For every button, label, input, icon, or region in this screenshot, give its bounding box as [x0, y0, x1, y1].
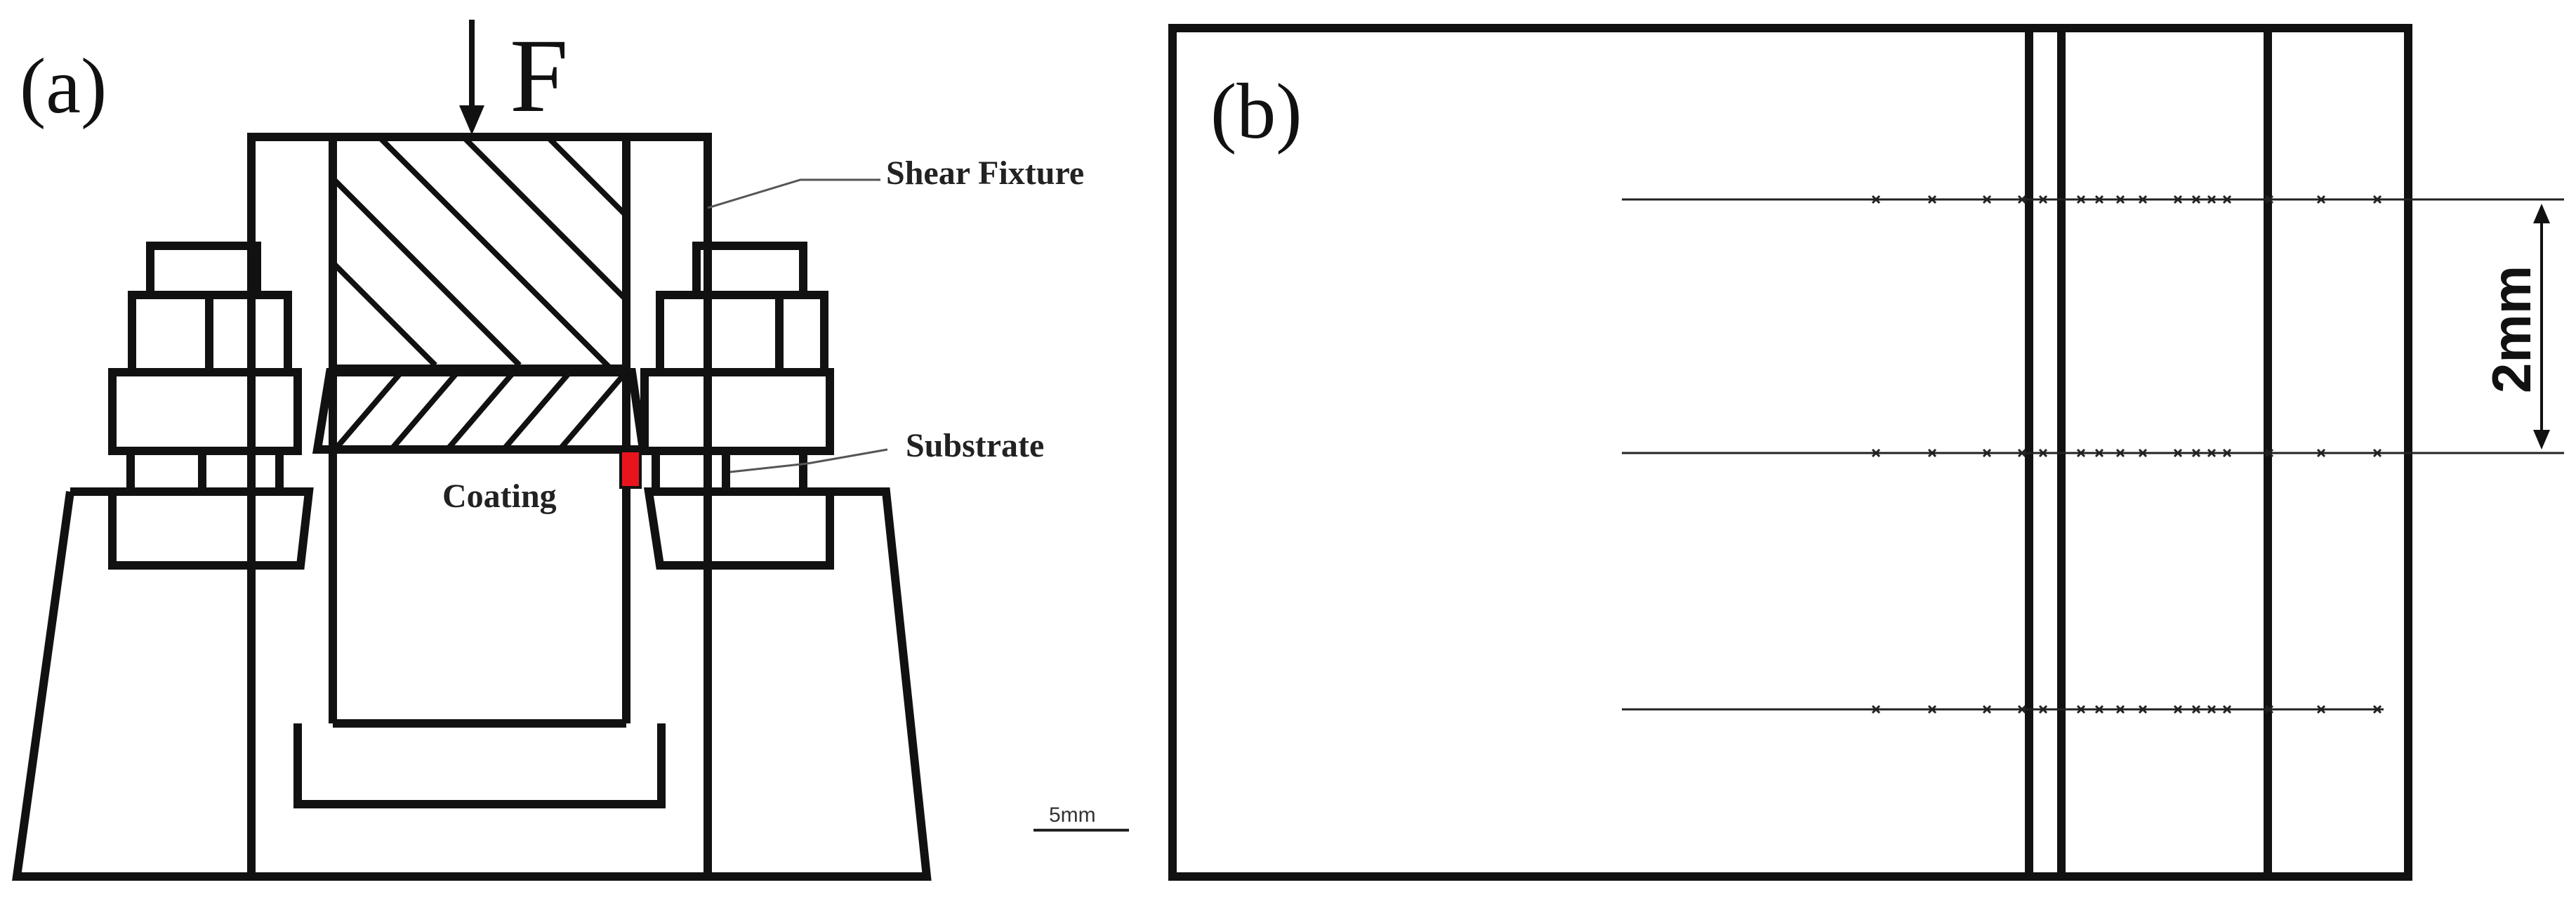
force-label: F [510, 18, 568, 134]
left-base [12, 487, 256, 881]
panel-b: (b) 2mm [1168, 24, 2564, 881]
indent-point [2138, 448, 2148, 458]
indent-point [2076, 195, 2086, 204]
indent-point [2316, 704, 2326, 714]
indent-point [2191, 448, 2201, 458]
coating-sample [619, 450, 642, 489]
indent-point [2264, 195, 2274, 204]
indent-point [2038, 195, 2048, 204]
indent-point [1871, 704, 1881, 714]
right-base [704, 487, 932, 881]
indent-point [2038, 448, 2048, 458]
indent-point [2372, 704, 2382, 714]
loading-punch [329, 133, 630, 373]
coating-label: Coating [442, 478, 557, 515]
indent-point [2038, 704, 2048, 714]
indent-point [1927, 448, 1937, 458]
indent-point [2372, 195, 2382, 204]
indent-point [2207, 448, 2217, 458]
panel-a: (a) F [12, 18, 1129, 881]
indent-point [2222, 704, 2232, 714]
fixture-bottom-steps [247, 723, 708, 881]
indent-point [2191, 195, 2201, 204]
indent-point [1927, 195, 1937, 204]
substrate-leader [729, 448, 888, 473]
panel-b-label: (b) [1210, 68, 1302, 155]
indent-point [2173, 704, 2183, 714]
indent-point [1871, 448, 1881, 458]
indent-point [2222, 195, 2232, 204]
indent-point [2138, 195, 2148, 204]
dimension-label: 2mm [2481, 265, 2542, 393]
indent-point [2076, 704, 2086, 714]
indent-point [2316, 448, 2326, 458]
scale-bar-label: 5mm [1049, 803, 1096, 827]
substrate-plate [312, 368, 648, 454]
substrate-label: Substrate [906, 427, 1044, 464]
indent-points [1871, 195, 2382, 714]
shear-fixture-leader [707, 178, 880, 209]
right-bolt-assembly [640, 242, 834, 570]
dimension-marker [2533, 204, 2550, 450]
indent-point [2115, 448, 2125, 458]
indent-point [1982, 704, 1992, 714]
indent-point [2173, 448, 2183, 458]
indent-point [1927, 704, 1937, 714]
panel-a-label: (a) [20, 43, 107, 130]
indent-point [2222, 448, 2232, 458]
shear-fixture-label: Shear Fixture [886, 155, 1084, 192]
indent-point [2094, 448, 2104, 458]
indent-point [1982, 448, 1992, 458]
indent-point [1871, 195, 1881, 204]
indent-point [2094, 704, 2104, 714]
indent-point [2017, 448, 2027, 458]
indent-point [2094, 195, 2104, 204]
indent-point [2264, 448, 2274, 458]
indent-point [2076, 448, 2086, 458]
indent-point [2173, 195, 2183, 204]
indent-point [2115, 704, 2125, 714]
indent-point [2207, 195, 2217, 204]
indent-point [1982, 195, 1992, 204]
indent-point [2138, 704, 2148, 714]
indent-point [2191, 704, 2201, 714]
indent-point [2316, 195, 2326, 204]
indent-point [2264, 704, 2274, 714]
indent-point [2115, 195, 2125, 204]
indent-point [2017, 195, 2027, 204]
left-bolt-assembly [108, 242, 314, 570]
indent-point [2017, 704, 2027, 714]
force-arrow [459, 20, 484, 135]
indent-point [2207, 704, 2217, 714]
indent-point [2372, 448, 2382, 458]
